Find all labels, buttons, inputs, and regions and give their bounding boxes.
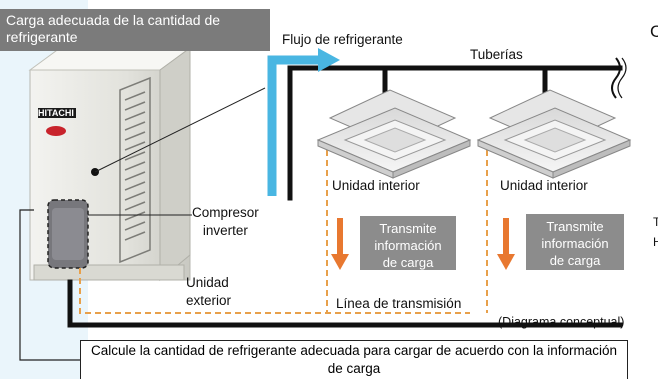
transmit-box-2: Transmite información de carga [526, 214, 624, 270]
indoor-unit-2-label: Unidad interior [500, 178, 588, 193]
transmit-box-1: Transmite información de carga [360, 216, 456, 270]
brand-logo: HITACHI [38, 108, 74, 118]
transmit-arrow-1 [331, 218, 349, 270]
leader-line [94, 87, 266, 173]
indoor-unit-2 [476, 89, 632, 179]
outdoor-unit [28, 47, 192, 282]
compressor [47, 199, 89, 269]
transmission-line-label: Línea de transmisión [336, 296, 462, 311]
outdoor-unit-label: Unidad exterior [186, 275, 232, 308]
indoor-unit-1 [316, 89, 472, 179]
edge-fragment-mid-2: H [653, 235, 658, 249]
pipe-break-icon [611, 57, 621, 99]
conceptual-diagram-label: (Diagrama conceptual) [498, 315, 625, 329]
transmit-arrow-2 [497, 218, 515, 270]
piping-label: Tuberías [470, 47, 523, 62]
pipe-break-icon-2 [617, 57, 627, 99]
refrigerant-flow-arrow [267, 48, 340, 196]
refrigerant-flow-label: Flujo de refrigerante [282, 32, 403, 47]
compressor-label: Compresor inverter [192, 205, 259, 238]
edge-fragment-mid-1: T [653, 215, 658, 229]
callout-title: Carga adecuada de la cantidad de refrige… [0, 9, 270, 51]
bottom-instruction-box: Calcule la cantidad de refrigerante adec… [80, 340, 628, 379]
indoor-unit-1-label: Unidad interior [332, 178, 420, 193]
bottom-box-leader [19, 209, 80, 361]
edge-fragment-top: C [650, 22, 658, 41]
